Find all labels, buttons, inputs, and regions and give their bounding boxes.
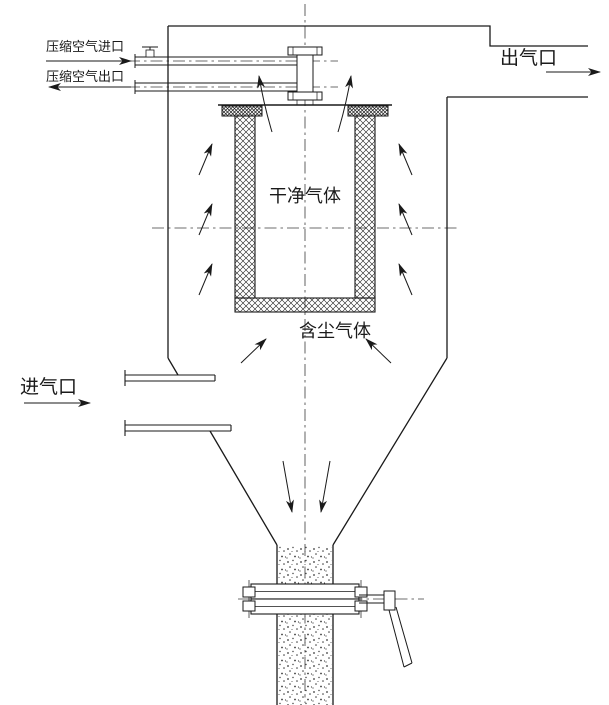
air-valve [142,46,158,58]
dust-column [278,546,332,705]
annulus-arrow-left-2 [198,203,213,236]
label-gas-outlet: 出气口 [500,47,557,69]
flange-joint [242,580,368,618]
spool-bolt-ticks [292,47,318,105]
spool-body [296,54,314,93]
annulus-arrow-left-3 [198,263,213,296]
flange-face-lines [251,591,359,607]
bag-clamp-left [221,105,263,117]
clean-gas-arrow-left [257,75,273,133]
lever-link-lines [359,594,384,604]
annulus-arrow-right-2 [398,203,413,236]
annulus-flow-arrows [198,143,413,364]
vessel-shell [167,25,588,546]
spool-bottom-flange [287,91,323,101]
clean-gas-flow-arrows [257,75,353,133]
label-dusty-gas: 含尘气体 [299,321,371,341]
bag-bottom-cap [234,297,376,313]
label-compressed-air-inlet: 压缩空气进口 [46,39,124,54]
inlet-duct-walls [124,370,232,436]
clean-gas-arrow-right [337,75,353,133]
label-arrows [24,57,601,407]
lever-arms [388,606,413,668]
cone-arrow-right [319,460,331,513]
label-clean-gas: 干净气体 [269,186,341,206]
lever-bracket [383,590,396,611]
discharge-lever [359,590,413,668]
compressed-air-piping [134,46,297,94]
air-pipe-walls [134,54,297,94]
bag-right-wall [354,115,376,299]
bolt-left-head [242,586,256,598]
labels: 压缩空气进口 压缩空气出口 出气口 干净气体 含尘气体 进气口 [20,39,557,398]
discharge-tube-walls [276,545,334,705]
label-gas-inlet: 进气口 [20,376,77,398]
discharge-tube [276,545,334,705]
filter-bag [234,115,376,313]
inlet-duct [124,370,232,436]
pulse-valve-spool [287,46,323,105]
bolt-right-head [354,586,368,598]
annulus-arrow-left-1 [198,143,213,176]
bolt-axes [248,580,362,618]
vessel-outline-path [167,25,588,546]
label-compressed-air-outlet: 压缩空气出口 [46,69,124,84]
cone-arrow-left [282,460,294,513]
annulus-arrow-right-1 [398,143,413,176]
cone-flow-arrows [282,460,331,513]
bag-left-wall [234,115,256,299]
annulus-arrow-right-3 [398,263,413,296]
bolt-right-nut [354,600,368,612]
dusty-gas-arrow-left [240,338,267,364]
air-valve-body [145,49,155,58]
bag-clamp-right [347,105,389,117]
bolt-left-nut [242,600,256,612]
dusty-gas-arrow-right [365,338,392,364]
